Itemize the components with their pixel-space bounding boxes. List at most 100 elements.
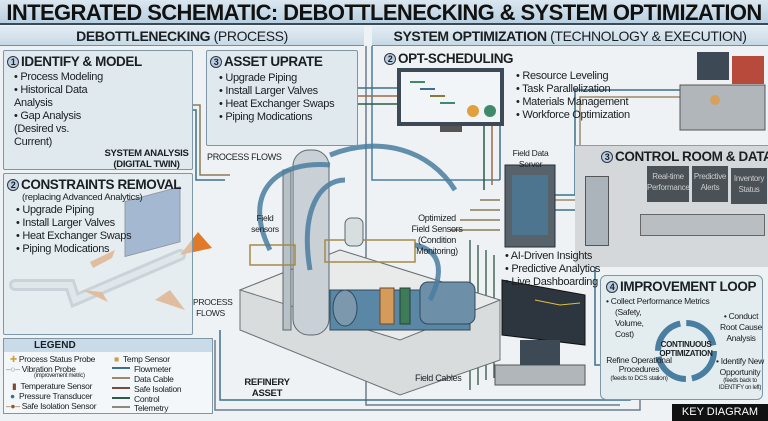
list-item: Gap Analysis (Desired vs. Current) xyxy=(14,110,109,149)
pressure-transducer-icon: ● xyxy=(10,391,15,401)
operator-workstation xyxy=(679,52,766,131)
legend-item: Telemetry xyxy=(112,403,168,413)
legend-item: Safe Isolation xyxy=(112,384,182,394)
refinery-asset-label: REFINERY ASSET xyxy=(244,377,290,399)
section-rest: (PROCESS) xyxy=(213,28,289,44)
isolation-sensor-icon: –●– xyxy=(6,401,20,411)
section-bold: SYSTEM OPTIMIZATION xyxy=(393,28,548,44)
process-flows-label: PROCESS FLOWS xyxy=(207,152,282,162)
digital-twin-caption: SYSTEM ANALYSIS(DIGITAL TWIN) xyxy=(104,148,189,170)
probe-icon: ✚ xyxy=(10,354,17,364)
step-number-badge: 2 xyxy=(7,179,19,191)
legend-label: Pressure Transducer xyxy=(18,391,93,401)
list-item: Materials Management xyxy=(516,96,630,109)
step-number-badge: 2 xyxy=(384,53,396,65)
step-number-badge: 3 xyxy=(601,151,613,163)
legend: LEGEND ✚ Process Status Probe –○– Vibrat… xyxy=(3,338,213,414)
legend-label: Vibration Probe xyxy=(21,364,76,374)
title-text: IDENTIFY & MODEL xyxy=(21,54,142,69)
field-data-server xyxy=(504,164,556,248)
legend-label: Safe Isolation Sensor xyxy=(21,401,97,411)
text: Identify New Opportunity xyxy=(719,356,765,377)
collect-metrics-subtext: (Safety, Volume, Cost) xyxy=(615,307,644,339)
list-item: Install Larger Valves xyxy=(16,217,192,230)
thermometer-icon: ▮ xyxy=(12,381,17,391)
list-item: Heat Exchanger Swaps xyxy=(16,230,192,243)
step-number-badge: 3 xyxy=(210,56,222,68)
list-item: Task Parallelization xyxy=(516,83,630,96)
title-text: OPT-SCHEDULING xyxy=(398,51,514,66)
section-header-system-optimization: SYSTEM OPTIMIZATION (TECHNOLOGY & EXECUT… xyxy=(372,26,768,46)
legend-item: ✚ Process Status Probe xyxy=(10,354,95,365)
subtext: (feeds to DCS station) xyxy=(610,375,668,382)
list-item: Predictive Analytics xyxy=(505,263,600,276)
title-text: CONTROL ROOM & DATA xyxy=(615,149,768,164)
process-flows-label: PROCESS FLOWS xyxy=(193,297,233,318)
legend-title: LEGEND xyxy=(4,339,212,352)
key-diagram-badge: KEY DIAGRAM xyxy=(672,404,768,421)
optimized-sensors-label: Optimized Field Sensors (Condition Monit… xyxy=(411,213,463,256)
label-line: Field Data xyxy=(512,148,549,158)
legend-note: (improvement metric) xyxy=(34,373,85,379)
legend-label: Temperature Sensor xyxy=(20,381,93,391)
root-cause-text: • Conduct Root Cause Analysis xyxy=(720,311,762,343)
legend-item: ■ Temp Sensor xyxy=(114,354,170,364)
list-item: Upgrade Piping xyxy=(16,204,192,217)
screen-inventory-status: Inventory Status xyxy=(731,168,767,204)
list-item: Process Modeling xyxy=(14,71,109,84)
legend-item: ▮ Temperature Sensor xyxy=(12,381,92,392)
field-cables-label: Field Cables xyxy=(415,373,462,383)
list-item: Piping Modications xyxy=(219,111,357,124)
line-swatch xyxy=(112,397,130,399)
legend-label: Data Cable xyxy=(134,374,174,384)
operator-console xyxy=(640,214,765,236)
section-bold: DEBOTTLENECKING xyxy=(76,28,211,44)
section-rest: (TECHNOLOGY & EXECUTION) xyxy=(550,28,747,44)
subtext: (feeds back to IDENTIFY on left) xyxy=(718,378,762,391)
panel-subtitle: (replacing Advanced Analytics) xyxy=(22,192,143,203)
label-line: Server xyxy=(518,159,543,169)
collect-metrics-text: • Collect Performance Metrics xyxy=(606,296,710,306)
vibration-probe-icon: –○– xyxy=(6,364,20,374)
legend-item: –○– Vibration Probe xyxy=(6,364,76,374)
legend-item: Control xyxy=(112,394,160,404)
dashboard-monitor xyxy=(494,279,586,386)
screen-predictive-alerts: Predictive Alerts xyxy=(692,166,728,202)
caption-line: (DIGITAL TWIN) xyxy=(113,159,180,170)
list-item: Workforce Optimization xyxy=(516,109,630,122)
label-line: OPTIMIZATION xyxy=(659,349,713,358)
line-swatch xyxy=(112,406,130,408)
step-number-badge: 1 xyxy=(7,56,19,68)
list-item: Resource Leveling xyxy=(516,70,630,83)
legend-item: Flowmeter xyxy=(112,364,171,374)
list-item: Heat Exchanger Swaps xyxy=(219,98,357,111)
label-line: CONTINUOUS xyxy=(660,340,712,349)
list-item: Install Larger Valves xyxy=(219,85,357,98)
door-icon xyxy=(585,176,609,246)
legend-label: Safe Isolation xyxy=(134,384,182,394)
legend-item: Data Cable xyxy=(112,374,174,384)
text: Conduct Root Cause Analysis xyxy=(720,311,762,343)
title-text: ASSET UPRATE xyxy=(224,54,323,69)
legend-label: Telemetry xyxy=(134,403,169,413)
list-item: Piping Modications xyxy=(16,243,192,256)
screen-realtime-performance: Real-time Performance xyxy=(647,166,690,202)
cycle-arrows-icon xyxy=(655,320,717,382)
temp-sensor-icon: ■ xyxy=(114,354,119,364)
list-item: Historical Data Analysis xyxy=(14,84,109,110)
line-swatch xyxy=(112,387,130,389)
legend-label: Temp Sensor xyxy=(122,354,170,364)
line-swatch xyxy=(112,377,130,379)
new-opportunity-text: • Identify New Opportunity(feeds back to… xyxy=(716,356,765,391)
